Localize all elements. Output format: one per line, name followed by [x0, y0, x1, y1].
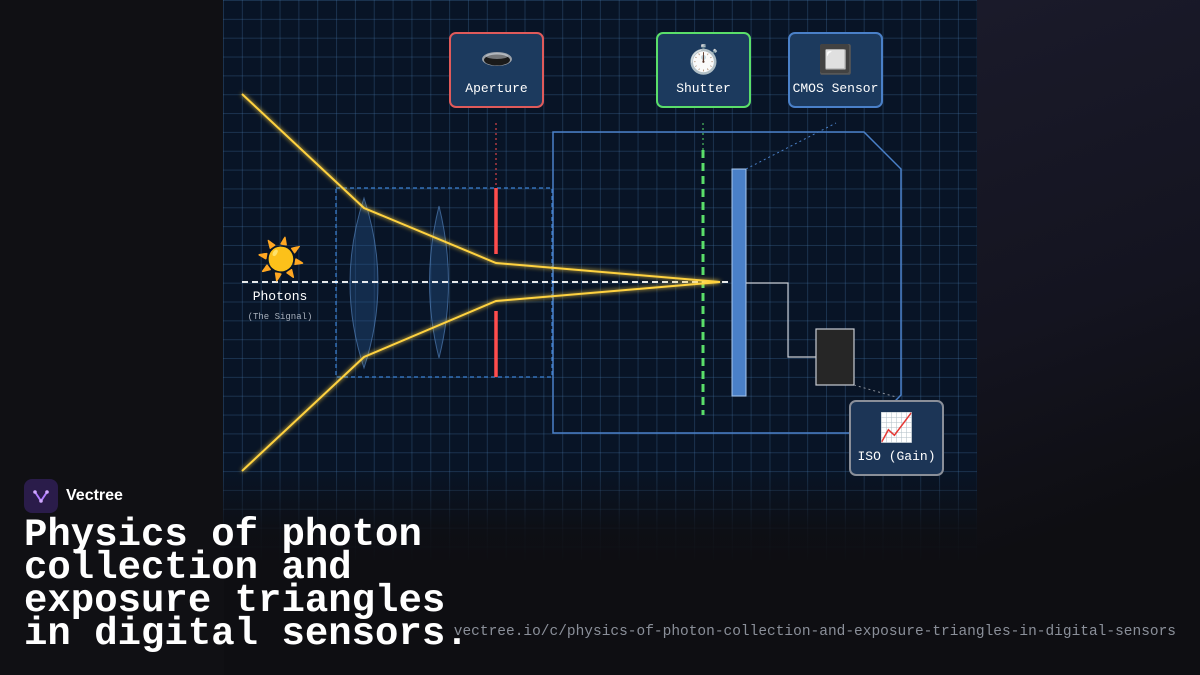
brand-name: Vectree: [66, 487, 123, 504]
aperture-label: Aperture: [465, 80, 528, 96]
iso-gain-label: ISO (Gain): [857, 448, 936, 464]
right-background: [976, 0, 1200, 675]
gain-amplifier: [815, 328, 855, 386]
page-title: Physics of photon collection and exposur…: [24, 513, 469, 656]
shutter-label: Shutter: [676, 80, 731, 96]
sun-icon: ☀️: [256, 237, 306, 283]
aperture-icon: [480, 45, 514, 75]
light-ray-upper: [241, 93, 721, 283]
iso-gain-node: 📈 ISO (Gain): [849, 400, 944, 476]
shutter-node: ⏱️ Shutter: [656, 32, 751, 108]
gain-wire: [746, 282, 816, 358]
brand: Vectree: [24, 479, 123, 513]
page-url[interactable]: vectree.io/c/physics-of-photon-collectio…: [453, 624, 1176, 640]
vectree-logo-icon: [24, 479, 58, 513]
stopwatch-icon: ⏱️: [686, 42, 721, 76]
chart-increasing-icon: 📈: [879, 410, 914, 444]
iso-connector: [853, 384, 897, 398]
cmos-connector: [745, 122, 837, 170]
panel-fade: [223, 470, 977, 570]
photons-sublabel: (The Signal): [247, 312, 313, 322]
left-background: [0, 0, 224, 675]
camera-body: [552, 131, 902, 434]
light-ray-lower: [241, 281, 721, 472]
aperture-node: Aperture: [449, 32, 544, 108]
cmos-sensor-plate: [731, 168, 747, 397]
rear-lens: [429, 205, 449, 359]
cmos-sensor-label: CMOS Sensor: [792, 80, 879, 96]
cmos-sensor-node: 🔲 CMOS Sensor: [788, 32, 883, 108]
sensor-chip-icon: 🔲: [818, 42, 853, 76]
photons-label: Photons: [252, 289, 308, 304]
